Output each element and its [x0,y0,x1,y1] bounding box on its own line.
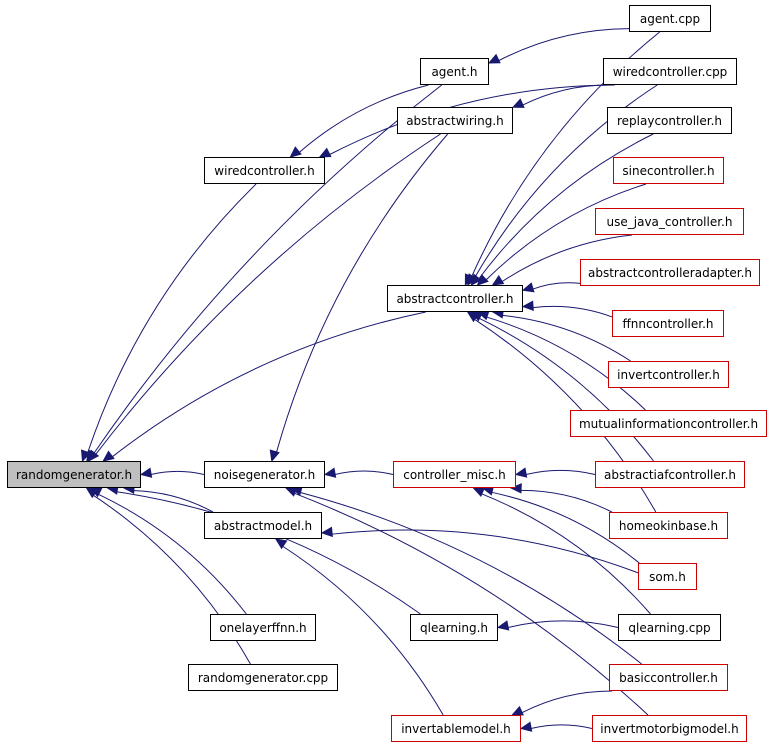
arrowhead-invertablemodel_h-to-abstractmodel_h [274,538,288,550]
edge-abstractiafcontroller_h-to-controller_misc_h [525,469,596,475]
arrowhead-sinecontroller_h-to-abstractcontroller_h [476,273,489,286]
arrowhead-wiredcontroller_cpp-to-wiredcontroller_h [318,147,332,158]
edge-invertcontroller_h-to-abstractcontroller_h [502,314,631,362]
arrowhead-invertmotorbigmodel_h-to-noisegenerator_h [284,486,298,497]
edge-qlearning_cpp-to-qlearning_h [507,620,619,628]
node-som-h[interactable]: som.h [638,563,697,590]
arrowhead-qlearning_cpp-to-qlearning_h [496,620,510,631]
edge-noisegenerator_h-to-randomgenerator_h [150,470,205,475]
arrowhead-qlearning_cpp-to-controller_misc_h [472,487,486,497]
arrowhead-homeokinbase_h-to-controller_misc_h [509,483,522,494]
edge-wiredcontroller_h-to-randomgenerator_h [87,183,257,453]
node-replaycontroller-h[interactable]: replaycontroller.h [607,107,732,134]
edge-basiccontroller_h-to-invertablemodel_h [521,690,613,714]
arrowhead-wiredcontroller_cpp-to-abstractwiring_h [511,98,525,108]
node-abstractwiring-h[interactable]: abstractwiring.h [397,107,513,134]
node-agent-h[interactable]: agent.h [420,58,489,85]
edge-abstractwiring_h-to-noisegenerator_h [276,133,449,453]
edge-invertablemodel_h-to-abstractmodel_h [282,545,444,716]
arrowhead-replaycontroller_h-to-abstractcontroller_h [470,273,482,286]
edge-som_h-to-controller_misc_h [491,491,640,564]
edge-basiccontroller_h-to-noisegenerator_h [300,492,642,665]
node-randomgenerator-cpp[interactable]: randomgenerator.cpp [188,664,338,691]
arrowhead-ffnncontroller_h-to-abstractcontroller_h [521,300,534,311]
edge-abstractiafcontroller_h-to-abstractcontroller_h [479,317,654,462]
node-controller-misc-h[interactable]: controller_misc.h [393,461,516,488]
arrowhead-wiredcontroller_h-to-randomgenerator_h [80,449,91,463]
node-onelayerffnn-h[interactable]: onelayerffnn.h [210,614,316,641]
edge-abstractcontroller_h-to-randomgenerator_h [111,311,426,458]
arrowhead-use_java_controller_h-to-abstractcontroller_h [491,275,505,286]
node-invertmotorbigmodel-h[interactable]: invertmotorbigmodel.h [592,715,747,742]
edge-replaycontroller_h-to-abstractcontroller_h [478,133,654,279]
edge-invertmotorbigmodel_h-to-invertablemodel_h [530,724,593,729]
edge-abstractwiring_h-to-randomgenerator_h [95,133,441,455]
edge-mutualinformationcontroller_h-to-abstractcontroller_h [486,316,646,411]
node-abstractmodel-h[interactable]: abstractmodel.h [204,512,322,539]
edge-som_h-to-abstractmodel_h [331,529,639,574]
arrowhead-noisegenerator_h-to-randomgenerator_h [139,467,153,478]
edge-wiredcontroller_cpp-to-abstractwiring_h [522,84,611,106]
edge-agent_h-to-wiredcontroller_h [298,84,429,153]
arrowhead-som_h-to-abstractmodel_h [320,526,333,538]
arrowhead-basiccontroller_h-to-invertablemodel_h [511,705,524,716]
edge-controller_misc_h-to-noisegenerator_h [334,470,394,475]
arrowhead-homeokinbase_h-to-abstractcontroller_h [466,311,480,323]
node-invertablemodel-h[interactable]: invertablemodel.h [391,715,521,742]
node-invertcontroller-h[interactable]: invertcontroller.h [608,361,729,388]
arrowhead-randomgenerator_cpp-to-randomgenerator_h [85,487,99,499]
node-noisegenerator-h[interactable]: noisegenerator.h [204,461,325,488]
arrowhead-controller_misc_h-to-noisegenerator_h [323,467,337,478]
edge-onelayerffnn_h-to-randomgenerator_h [98,493,247,615]
node-wiredcontroller-cpp[interactable]: wiredcontroller.cpp [603,58,737,85]
arrowhead-abstractwiring_h-to-randomgenerator_h [87,449,100,462]
edge-invertmotorbigmodel_h-to-noisegenerator_h [294,492,649,716]
edge-abstractmodel_h-to-randomgenerator_h [133,490,214,513]
arrowhead-abstractwiring_h-to-noisegenerator_h [269,449,280,463]
node-agent-cpp[interactable]: agent.cpp [629,5,711,32]
edge-agent_cpp-to-agent_h [498,28,630,62]
node-homeokinbase-h[interactable]: homeokinbase.h [609,512,728,539]
node-qlearning-h[interactable]: qlearning.h [410,614,498,641]
node-use-java-controller-h[interactable]: use_java_controller.h [595,208,744,235]
edge-abstractcontrolleradapter_h-to-abstractcontroller_h [532,282,581,290]
arrowhead-invertmotorbigmodel_h-to-invertablemodel_h [519,721,533,732]
edge-ffnncontroller_h-to-abstractcontroller_h [532,305,613,318]
arrowhead-agent_h-to-wiredcontroller_h [289,146,302,158]
node-randomgenerator-h: randomgenerator.h [7,461,141,488]
edge-wiredcontroller_cpp-to-wiredcontroller_h [329,84,615,156]
edge-agent_h-to-randomgenerator_h [93,84,443,455]
arrowhead-abstractcontrolleradapter_h-to-abstractcontroller_h [521,282,535,293]
arrowhead-abstractiafcontroller_h-to-controller_misc_h [514,467,528,478]
node-ffnncontroller-h[interactable]: ffnncontroller.h [612,310,724,337]
edge-use_java_controller_h-to-abstractcontroller_h [501,234,632,283]
node-qlearning-cpp[interactable]: qlearning.cpp [618,614,721,641]
edge-sinecontroller_h-to-abstractcontroller_h [485,183,647,281]
node-abstractcontrolleradapter-h[interactable]: abstractcontrolleradapter.h [580,259,760,286]
arrowhead-agent_cpp-to-agent_h [487,53,501,64]
node-wiredcontroller-h[interactable]: wiredcontroller.h [204,157,325,184]
node-abstractiafcontroller-h[interactable]: abstractiafcontroller.h [595,461,745,488]
edge-qlearning_h-to-randomgenerator_h [116,491,421,615]
edge-wiredcontroller_cpp-to-abstractcontroller_h [474,84,658,278]
node-basiccontroller-h[interactable]: basiccontroller.h [609,664,728,691]
node-mutualinformationcontroller-h[interactable]: mutualinformationcontroller.h [570,410,767,437]
edge-homeokinbase_h-to-controller_misc_h [520,489,613,513]
arrowhead-abstractcontroller_h-to-randomgenerator_h [102,450,115,462]
node-sinecontroller-h[interactable]: sinecontroller.h [613,157,724,184]
edge-qlearning_cpp-to-controller_misc_h [481,493,651,615]
node-abstractcontroller-h[interactable]: abstractcontroller.h [387,285,523,312]
